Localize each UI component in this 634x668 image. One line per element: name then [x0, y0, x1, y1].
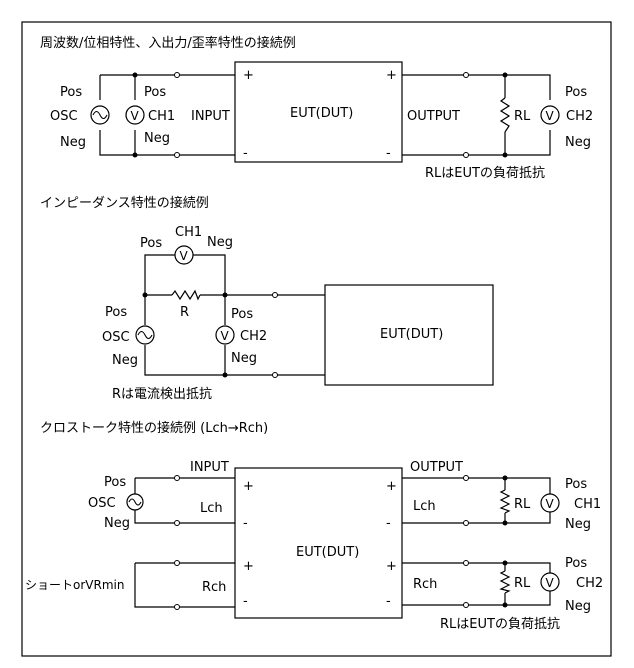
section2-labels: CH1 Pos Neg R Pos OSC Neg Pos CH2 Neg EU…: [102, 225, 443, 402]
voltmeter-ch2-icon: V: [540, 572, 560, 592]
rl-resistor-icon: [499, 570, 511, 594]
diagram-label: Pos: [105, 305, 127, 320]
diagram-label: RL: [514, 109, 531, 124]
diagram-label: Pos: [565, 85, 587, 100]
diagram-label: -: [386, 594, 391, 609]
section1-labels: Pos OSC Neg Pos CH1 Neg INPUT + - + - EU…: [50, 68, 593, 181]
diagram-label: CH1: [574, 497, 601, 512]
rl-resistor-icon: [499, 489, 511, 514]
osc-source-icon: [126, 493, 144, 511]
diagram-label: -: [243, 594, 248, 609]
diagram-label: +: [386, 479, 397, 494]
diagram-label: CH1: [175, 225, 202, 240]
voltmeter-ch2-icon: V: [540, 105, 560, 125]
diagram-label: Neg: [60, 135, 86, 150]
diagram-label: Neg: [565, 517, 591, 532]
diagram-label: Pos: [565, 556, 587, 571]
voltmeter-ch1-icon: V: [540, 493, 560, 513]
diagram-label: Neg: [565, 599, 591, 614]
diagram-label: +: [386, 68, 397, 83]
diagram-label: CH2: [566, 109, 593, 124]
diagram-label: V: [546, 109, 555, 123]
diagram-label: -: [243, 146, 248, 161]
diagram-label: Pos: [140, 236, 162, 251]
diagram-label: Neg: [112, 353, 138, 368]
diagram-label: Neg: [144, 131, 170, 146]
outer-frame: [21, 21, 612, 657]
eut-box: [234, 61, 403, 163]
diagram-label: RLはEUTの負荷抵抗: [425, 166, 545, 181]
current-sense-resistor-icon: [171, 289, 201, 301]
diagram-label: OSC: [102, 330, 130, 345]
diagram-label: Lch: [200, 501, 223, 516]
diagram-label: V: [221, 329, 230, 343]
diagram-label: Lch: [413, 499, 436, 514]
diagram-label: Pos: [231, 307, 253, 322]
diagram-label: EUT(DUT): [380, 327, 443, 342]
diagram-label: OSC: [50, 109, 78, 124]
osc-source-icon: [135, 325, 155, 345]
diagram-label: OUTPUT: [407, 109, 460, 124]
diagram-label: Rは電流検出抵抗: [112, 387, 212, 402]
diagram-label: OUTPUT: [410, 460, 463, 475]
diagram-label: Rch: [202, 580, 226, 595]
diagram-label: +: [243, 479, 254, 494]
diagram-label: V: [180, 249, 189, 263]
diagram-label: Pos: [144, 85, 166, 100]
section3-circuit: V V: [126, 467, 560, 619]
diagram-label: Neg: [565, 135, 591, 150]
diagram-label: -: [386, 516, 391, 531]
diagram-label: CH2: [576, 576, 603, 591]
diagram-label: V: [131, 109, 140, 123]
diagram-label: -: [243, 516, 248, 531]
section2-title: インピーダンス特性の接続例: [40, 195, 209, 211]
diagram-label: RLはEUTの負荷抵抗: [440, 617, 560, 632]
voltmeter-ch1-icon: V: [174, 245, 194, 265]
diagram-label: CH1: [148, 109, 175, 124]
diagram-label: Pos: [60, 85, 82, 100]
diagram-label: +: [386, 559, 397, 574]
rl-resistor-icon: [499, 97, 511, 133]
diagram-label: EUT(DUT): [296, 545, 359, 560]
osc-source-icon: [90, 105, 110, 125]
diagram-label: -: [386, 146, 391, 161]
section2-circuit: V V: [135, 245, 494, 386]
section3-labels: INPUT OUTPUT Pos OSC Neg Lch + - + - EUT…: [25, 460, 603, 632]
section1-circuit: V V: [90, 61, 560, 163]
diagram-label: EUT(DUT): [290, 106, 353, 121]
section1-title: 周波数/位相特性、入出力/歪率特性の接続例: [40, 35, 296, 51]
diagram-label: OSC: [88, 496, 116, 511]
diagram-label: Pos: [565, 477, 587, 492]
diagram-label: RL: [514, 497, 531, 512]
eut-box: [234, 467, 403, 619]
diagram-label: Neg: [104, 516, 130, 531]
diagram-label: +: [243, 559, 254, 574]
diagram-label: Neg: [207, 235, 233, 250]
eut-box: [324, 284, 494, 386]
diagram-label: RL: [514, 576, 531, 591]
diagram-label: Neg: [231, 351, 257, 366]
diagram-label: V: [546, 497, 555, 511]
diagram-label: INPUT: [191, 109, 230, 124]
section3-title: クロストーク特性の接続例 (Lch→Rch): [40, 420, 268, 436]
diagram-label: V: [546, 576, 555, 590]
diagram-label: CH2: [240, 329, 267, 344]
diagram-label: Rch: [413, 577, 437, 592]
diagram-label: R: [180, 305, 189, 320]
diagram-label: +: [243, 68, 254, 83]
diagram-label: Pos: [104, 475, 126, 490]
voltmeter-ch1-icon: V: [125, 105, 145, 125]
diagram-label: ショートorVRmin: [25, 578, 124, 592]
voltmeter-ch2-icon: V: [215, 325, 235, 345]
diagram-label: INPUT: [190, 460, 229, 475]
